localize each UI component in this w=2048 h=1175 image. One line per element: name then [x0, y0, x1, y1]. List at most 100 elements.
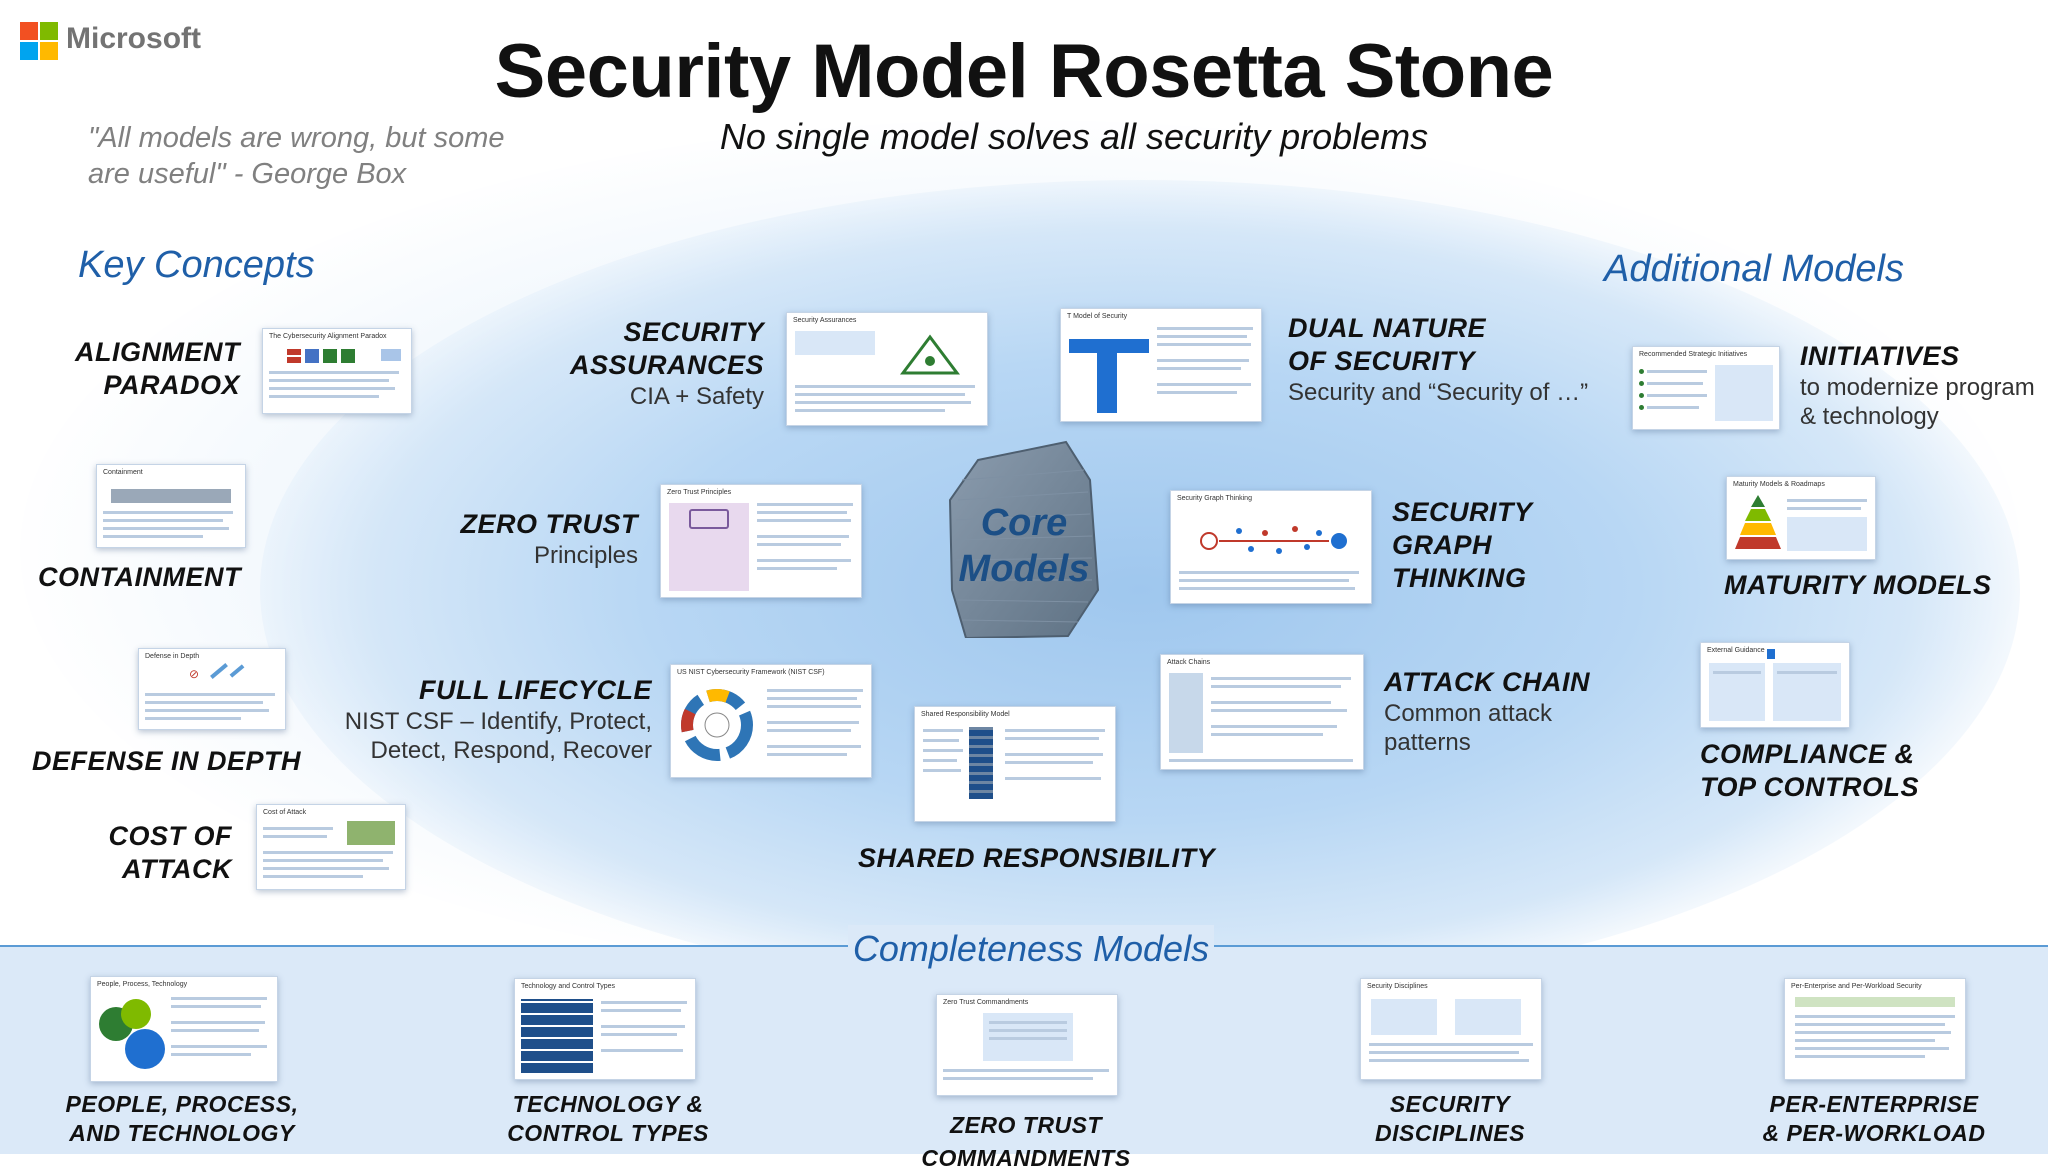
thumbnail-title: Security Assurances — [793, 317, 857, 324]
section-additional-models: Additional Models — [1604, 248, 1904, 290]
label-subtext: CIA + Safety — [629, 383, 764, 410]
label-cost-of-attack: COST OF ATTACK — [60, 820, 232, 886]
section-completeness-models: Completeness Models — [852, 928, 1210, 969]
label-line: SECURITY — [1389, 1091, 1511, 1117]
label-line: PARADOX — [103, 370, 240, 400]
page-title: Security Model Rosetta Stone — [494, 29, 1554, 114]
label-line: COMPLIANCE & — [1700, 739, 1915, 769]
label-security-assurances: SECURITY ASSURANCES CIA + Safety — [536, 316, 764, 411]
label-line: ZERO TRUST — [460, 509, 638, 539]
thumbnail-title: Per-Enterprise and Per-Workload Security — [1791, 983, 1922, 990]
thumbnail-title: Security Disciplines — [1367, 983, 1428, 990]
label-line: & PER-WORKLOAD — [1762, 1120, 1986, 1146]
shield-icon: ⊘ — [189, 667, 200, 681]
thumbnail-security-assurances[interactable]: Security Assurances — [786, 312, 988, 426]
thumbnail-title: People, Process, Technology — [97, 981, 188, 988]
quote-line-1: "All models are wrong, but some — [88, 122, 505, 154]
microsoft-logo-icon — [20, 22, 58, 60]
thumbnail-people-process-technology[interactable]: People, Process, Technology — [90, 976, 278, 1082]
label-dual-nature: DUAL NATURE OF SECURITY Security and “Se… — [1288, 312, 1588, 407]
thumbnail-title: Defense in Depth — [145, 653, 200, 660]
label-line: ATTACK CHAIN — [1384, 667, 1590, 697]
thumbnail-technology-control-types[interactable]: Technology and Control Types — [514, 978, 696, 1080]
quote-line-2: are useful" - George Box — [88, 158, 407, 190]
thumbnail-title: Containment — [103, 469, 143, 476]
label-line: CONTROL TYPES — [507, 1120, 709, 1146]
thumbnail-containment[interactable]: Containment — [96, 464, 246, 548]
pyramid-icon — [1735, 495, 1781, 549]
thumbnail-title: Attack Chains — [1167, 659, 1211, 666]
label-technology-control-types: TECHNOLOGY & CONTROL TYPES — [488, 1090, 728, 1148]
label-line: ALIGNMENT — [75, 337, 240, 367]
label-line: DISCIPLINES — [1375, 1120, 1525, 1146]
thumbnail-alignment-paradox[interactable]: The Cybersecurity Alignment Paradox — [262, 328, 412, 414]
thumbnail-shared-responsibility[interactable]: Shared Responsibility Model — [914, 706, 1116, 822]
page-subtitle: No single model solves all security prob… — [719, 116, 1429, 157]
thumbnail-title: Zero Trust Commandments — [943, 999, 1029, 1006]
microsoft-logo — [20, 22, 58, 65]
core-line: Core — [980, 502, 1068, 544]
label-attack-chain: ATTACK CHAIN Common attack patterns — [1384, 666, 1590, 757]
label-line: THINKING — [1392, 563, 1527, 593]
rosetta-stone-icon — [948, 440, 1100, 638]
label-line: ATTACK — [122, 854, 232, 884]
thumbnail-initiatives[interactable]: Recommended Strategic Initiatives — [1632, 346, 1780, 430]
label-containment: CONTAINMENT — [38, 562, 241, 592]
thumbnail-title: US NIST Cybersecurity Framework (NIST CS… — [677, 669, 825, 676]
label-line: SECURITY — [623, 317, 764, 347]
thumbnail-title: The Cybersecurity Alignment Paradox — [269, 333, 387, 340]
label-subtext: to modernize program — [1800, 374, 2035, 401]
label-line: SECURITY — [1392, 497, 1533, 527]
thumbnail-title: T Model of Security — [1067, 313, 1128, 320]
completeness-title-box: Completeness Models — [848, 925, 1214, 973]
label-line: PER-ENTERPRISE — [1769, 1091, 1979, 1117]
label-line: TECHNOLOGY & — [512, 1091, 704, 1117]
label-line: TOP CONTROLS — [1700, 772, 1920, 802]
thumbnail-title: Maturity Models & Roadmaps — [1733, 481, 1825, 488]
thumbnail-security-disciplines[interactable]: Security Disciplines — [1360, 978, 1542, 1080]
label-line: GRAPH — [1392, 530, 1493, 560]
thumbnail-cost-of-attack[interactable]: Cost of Attack — [256, 804, 406, 890]
thumbnail-title: Technology and Control Types — [521, 983, 616, 990]
label-compliance: COMPLIANCE & TOP CONTROLS — [1700, 738, 1919, 804]
label-line: INITIATIVES — [1800, 341, 1960, 371]
thumbnail-compliance[interactable]: External Guidance — [1700, 642, 1850, 728]
thumbnail-zero-trust[interactable]: Zero Trust Principles — [660, 484, 862, 598]
thumbnail-per-enterprise-workload[interactable]: Per-Enterprise and Per-Workload Security — [1784, 978, 1966, 1080]
label-subtext: & technology — [1800, 403, 1939, 430]
brand-name: Microsoft — [66, 22, 201, 55]
thumbnail-zero-trust-commandments[interactable]: Zero Trust Commandments — [936, 994, 1118, 1096]
label-line: DUAL NATURE — [1288, 313, 1486, 343]
thumbnail-full-lifecycle[interactable]: US NIST Cybersecurity Framework (NIST CS… — [670, 664, 872, 778]
label-alignment-paradox: ALIGNMENT PARADOX — [40, 336, 240, 402]
thumbnail-dual-nature[interactable]: T Model of Security — [1060, 308, 1262, 422]
label-subtext: Principles — [533, 542, 638, 569]
cia-triangle-icon — [900, 334, 960, 375]
section-key-concepts: Key Concepts — [78, 244, 315, 286]
thumbnail-maturity-models[interactable]: Maturity Models & Roadmaps — [1726, 476, 1876, 560]
label-line: ASSURANCES — [569, 350, 764, 380]
label-subtext: patterns — [1384, 729, 1471, 756]
thumbnail-title: Security Graph Thinking — [1177, 495, 1252, 502]
thumbnail-title: Shared Responsibility Model — [921, 711, 1010, 718]
thumbnail-title: External Guidance — [1707, 647, 1765, 654]
graph-network-icon — [1200, 526, 1347, 554]
thumbnail-attack-chain[interactable]: Attack Chains — [1160, 654, 1364, 770]
label-security-disciplines: SECURITY DISCIPLINES — [1330, 1090, 1570, 1148]
label-defense-in-depth: DEFENSE IN DEPTH — [32, 746, 302, 776]
label-people-process-technology: PEOPLE, PROCESS, AND TECHNOLOGY — [60, 1090, 304, 1148]
quote: "All models are wrong, but some are usef… — [88, 120, 548, 192]
label-line: COST OF — [108, 821, 232, 851]
thumbnail-title: Cost of Attack — [263, 809, 307, 816]
label-shared-responsibility: SHARED RESPONSIBILITY — [858, 843, 1216, 873]
label-maturity-models: MATURITY MODELS — [1724, 570, 1992, 600]
thumbnail-title: Zero Trust Principles — [667, 489, 732, 496]
label-line: FULL LIFECYCLE — [419, 675, 652, 705]
nist-wheel-icon — [681, 689, 753, 761]
core-line: Models — [958, 548, 1090, 590]
core-models-label: Core Models — [948, 500, 1100, 592]
label-full-lifecycle: FULL LIFECYCLE NIST CSF – Identify, Prot… — [340, 674, 652, 765]
label-subtext: Detect, Respond, Recover — [370, 737, 652, 764]
thumbnail-security-graph[interactable]: Security Graph Thinking — [1170, 490, 1372, 604]
thumbnail-defense-in-depth[interactable]: Defense in Depth ⊘ — [138, 648, 286, 730]
